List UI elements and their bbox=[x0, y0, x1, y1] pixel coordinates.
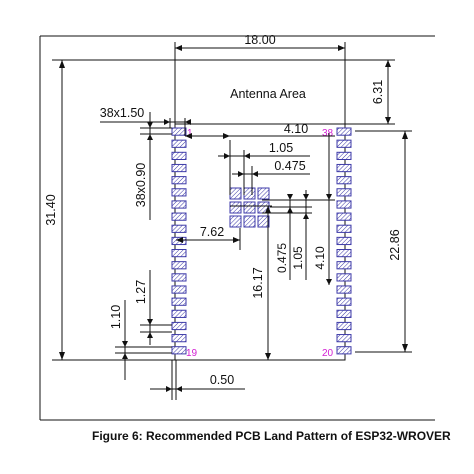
pad-34 bbox=[336, 176, 352, 185]
width-dim-label: 18.00 bbox=[244, 33, 275, 47]
pin-38-label: 38 bbox=[322, 128, 334, 139]
thermal-pad-1 bbox=[229, 187, 242, 200]
pad-37 bbox=[336, 139, 352, 148]
pad-30 bbox=[336, 224, 352, 233]
center-thermal-pads bbox=[229, 187, 270, 228]
thermal-pad-2 bbox=[243, 187, 256, 200]
pad-8 bbox=[171, 212, 187, 221]
dim410-label: 4.10 bbox=[284, 122, 308, 136]
pad-20 bbox=[336, 346, 352, 355]
pad-18 bbox=[171, 334, 187, 343]
module-outline bbox=[174, 59, 346, 361]
padsize-dim-label: 38x1.50 bbox=[100, 106, 145, 120]
pad-7 bbox=[171, 200, 187, 209]
thermal-pad-3 bbox=[257, 187, 270, 200]
pin-1-label: 1 bbox=[187, 128, 193, 139]
pad-23 bbox=[336, 309, 352, 318]
gap-arrows bbox=[166, 386, 182, 392]
pad-31 bbox=[336, 212, 352, 221]
pad-36 bbox=[336, 151, 352, 161]
right-pad-column bbox=[336, 127, 352, 355]
pad-26 bbox=[336, 273, 352, 282]
pad-17 bbox=[171, 321, 187, 331]
pin-20-label: 20 bbox=[322, 348, 334, 359]
pad-35 bbox=[336, 163, 352, 173]
dim762-label: 7.62 bbox=[200, 225, 224, 239]
thermal-pad-8 bbox=[243, 215, 256, 228]
padsize-arrows bbox=[164, 119, 191, 125]
pad-2 bbox=[171, 139, 187, 148]
left-pad-column bbox=[171, 127, 187, 355]
thermal-pad-5 bbox=[243, 201, 256, 214]
thermal-pad-4 bbox=[229, 201, 242, 214]
pad-27 bbox=[336, 261, 352, 270]
pad-5 bbox=[171, 176, 187, 185]
pin-19-label: 19 bbox=[186, 348, 198, 359]
pad-19 bbox=[171, 346, 187, 355]
pad-9 bbox=[171, 224, 187, 233]
vdim0475-label: 0.475 bbox=[275, 243, 289, 273]
vdim0475-arrows bbox=[287, 194, 293, 213]
dim105-arrows bbox=[224, 153, 250, 159]
vdim410-label: 4.10 bbox=[313, 246, 327, 270]
pad-3 bbox=[171, 151, 187, 161]
pitch-arrows bbox=[147, 319, 153, 338]
dim762-arrows bbox=[176, 237, 240, 243]
pad-16 bbox=[171, 309, 187, 318]
pinspan-dim-label: 22.86 bbox=[388, 229, 402, 260]
pad-21 bbox=[336, 334, 352, 343]
pad-32 bbox=[336, 200, 352, 209]
pad-33 bbox=[336, 188, 352, 197]
vdim105-arrows bbox=[303, 194, 309, 219]
pitch-label: 1.27 bbox=[134, 280, 148, 304]
figure-caption: Figure 6: Recommended PCB Land Pattern o… bbox=[92, 429, 451, 443]
offset-label: 1.10 bbox=[109, 305, 123, 329]
dim0475-label: 0.475 bbox=[274, 159, 305, 173]
height-dim-label: 31.40 bbox=[44, 194, 58, 225]
pad-13 bbox=[171, 273, 187, 282]
pad-28 bbox=[336, 249, 352, 258]
pad-24 bbox=[336, 297, 352, 306]
padwidth-arrows bbox=[147, 122, 153, 140]
pad-1 bbox=[171, 127, 187, 136]
pad-12 bbox=[171, 261, 187, 270]
antenna-arrows bbox=[385, 60, 391, 124]
thermal-pad-9 bbox=[257, 215, 270, 228]
pad-22 bbox=[336, 321, 352, 331]
dim105-label: 1.05 bbox=[269, 141, 293, 155]
pad-11 bbox=[171, 249, 187, 258]
dim0475-arrows bbox=[238, 171, 258, 177]
pad-38 bbox=[336, 127, 352, 136]
pad-4 bbox=[171, 163, 187, 173]
antenna-area-label: Antenna Area bbox=[230, 87, 306, 101]
padwidth-dim-label: 38x0.90 bbox=[134, 163, 148, 208]
offset-arrows bbox=[122, 341, 128, 359]
antenna-dim-label: 6.31 bbox=[371, 80, 385, 104]
dim1617-label: 16.17 bbox=[251, 267, 265, 298]
pad-14 bbox=[171, 285, 187, 294]
vdim105-label: 1.05 bbox=[291, 246, 305, 270]
pad-6 bbox=[171, 188, 187, 197]
pad-29 bbox=[336, 236, 352, 246]
pad-15 bbox=[171, 297, 187, 306]
gap-label: 0.50 bbox=[210, 373, 234, 387]
thermal-pad-7 bbox=[229, 215, 242, 228]
pad-25 bbox=[336, 285, 352, 294]
